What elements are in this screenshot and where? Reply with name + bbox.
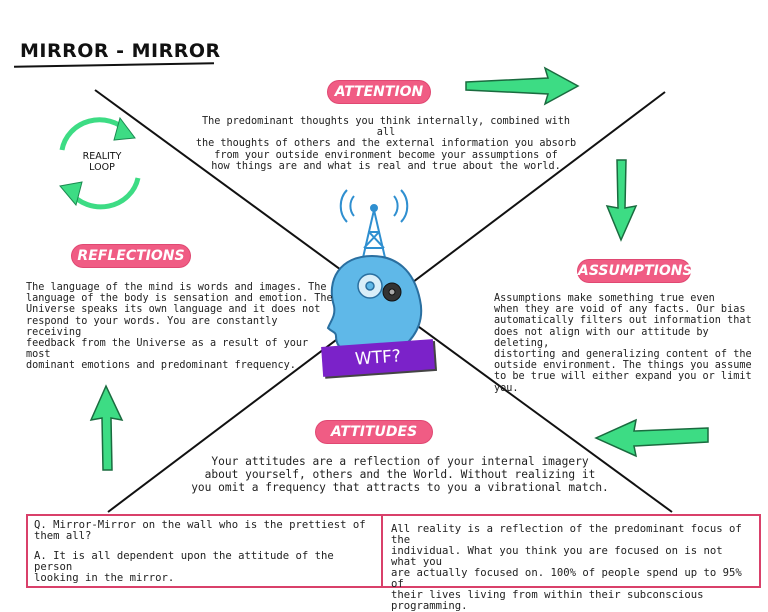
answer-line: A. It is all dependent upon the attitude… — [34, 550, 334, 573]
reality-line: are actually focused on. 100% of people … — [391, 567, 742, 590]
attention-line: the thoughts of others and the external … — [195, 138, 577, 150]
question-line: Q. Mirror-Mirror on the wall who is the … — [34, 519, 366, 531]
assumptions-line: when they are void of any facts. Our bia… — [494, 304, 746, 316]
arrow-up-left — [89, 384, 124, 471]
gear-icon-dark — [382, 282, 402, 302]
arrow-down-right — [605, 159, 638, 242]
assumptions-line: does not align with our attitude by dele… — [494, 326, 709, 349]
summary-box: Q. Mirror-Mirror on the wall who is the … — [26, 514, 761, 612]
attitudes-line: Your attitudes are a reflection of your … — [211, 455, 589, 468]
attention-text: The predominant thoughts you think inter… — [190, 116, 582, 172]
reality-loop-line: REALITY — [82, 151, 122, 162]
assumptions-line: distorting and generalizing content of t… — [494, 349, 752, 361]
assumptions-line: to be true will either expand you or lim… — [494, 371, 752, 394]
assumptions-text: Assumptions make something true even whe… — [494, 293, 764, 394]
loop-arrowhead-top — [113, 116, 136, 141]
assumptions-line: automatically filters out information th… — [494, 315, 752, 327]
assumptions-tag: ASSUMPTIONS — [578, 260, 693, 282]
arrow-right-top — [465, 66, 580, 106]
attitudes-line: about yourself, others and the World. Wi… — [204, 468, 596, 481]
page-title: MIRROR - MIRROR — [20, 40, 221, 62]
attitudes-tag: ATTITUDES — [316, 421, 432, 443]
arrow-left-bottom — [594, 418, 709, 458]
attention-line: how things are and what is real and true… — [211, 160, 561, 172]
reflections-line: The language of the mind is words and im… — [26, 282, 327, 293]
answer-line: looking in the mirror. — [34, 572, 175, 584]
reflections-line: respond to your words. You are constantl… — [26, 315, 278, 338]
attitudes-text: Your attitudes are a reflection of your … — [180, 455, 620, 494]
attention-line: from your outside environment become you… — [214, 149, 558, 161]
reality-line: individual. What you think you are focus… — [391, 545, 723, 568]
reality-panel: All reality is a reflection of the predo… — [383, 516, 759, 612]
attitudes-line: you omit a frequency that attracts to yo… — [191, 481, 609, 494]
qa-panel: Q. Mirror-Mirror on the wall who is the … — [28, 516, 383, 586]
reflections-line: Universe speaks its own language and it … — [26, 304, 321, 316]
reality-loop-label: REALITY LOOP — [70, 151, 134, 173]
head-gears-icon — [326, 254, 423, 365]
attention-tag: ATTENTION — [328, 81, 430, 103]
question-line: them all? — [34, 530, 92, 542]
reflections-tag: REFLECTIONS — [72, 245, 190, 267]
reflections-line: feedback from the Universe as a result o… — [26, 338, 309, 361]
reflections-line: language of the body is sensation and em… — [26, 293, 333, 305]
assumptions-line: outside environment. The things you assu… — [494, 360, 752, 372]
attention-line: The predominant thoughts you think inter… — [201, 116, 570, 139]
green-arrow-icon — [89, 66, 709, 471]
gear-icon — [357, 273, 383, 299]
antenna-tower-icon — [339, 189, 409, 263]
reality-line: All reality is a reflection of the predo… — [391, 523, 742, 546]
reality-loop-line: LOOP — [89, 162, 115, 173]
reflections-text: The language of the mind is words and im… — [26, 282, 336, 372]
reality-line: their lives living from within their sub… — [391, 589, 704, 612]
reflections-line: dominant emotions and predominant freque… — [26, 360, 296, 372]
diagram-canvas — [59, 66, 709, 513]
assumptions-line: Assumptions make something true even — [494, 293, 715, 304]
loop-arrowhead-bottom — [59, 181, 83, 207]
